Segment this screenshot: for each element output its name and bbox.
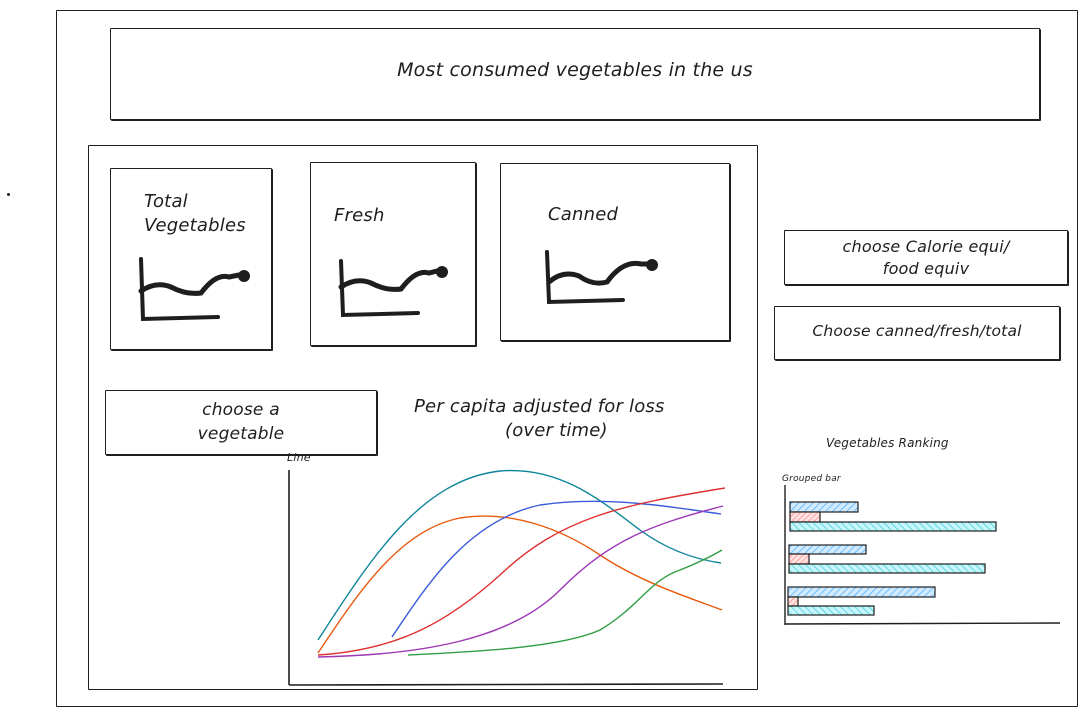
vegetable-selector[interactable]: choose a vegetable bbox=[105, 390, 377, 455]
kpi-card-fresh[interactable]: Fresh bbox=[310, 162, 476, 346]
stray-dot bbox=[7, 193, 10, 196]
type-selector-label: Choose canned/fresh/total bbox=[812, 322, 1022, 340]
line-chart-title-line2: (over time) bbox=[505, 420, 608, 441]
bar-chart-title: Vegetables Ranking bbox=[826, 436, 949, 450]
type-selector[interactable]: Choose canned/fresh/total bbox=[774, 306, 1060, 360]
calorie-selector-line2: food equiv bbox=[882, 259, 970, 278]
sparkline-icon bbox=[545, 250, 658, 305]
header-title-box: Most consumed vegetables in the us bbox=[110, 28, 1040, 120]
kpi-card-total-label-line2: Vegetables bbox=[144, 215, 246, 236]
calorie-selector[interactable]: choose Calorie equi/ food equiv bbox=[784, 230, 1068, 285]
vegetable-selector-line1: choose a bbox=[202, 400, 280, 420]
sparkline-icon bbox=[138, 257, 250, 322]
kpi-card-fresh-label: Fresh bbox=[334, 205, 385, 226]
line-chart-label: Line bbox=[287, 451, 311, 464]
kpi-card-total-label-line1: Total bbox=[144, 191, 188, 212]
line-chart-title-line1: Per capita adjusted for loss bbox=[414, 396, 665, 417]
dashboard-panel bbox=[88, 145, 758, 690]
kpi-card-canned[interactable]: Canned bbox=[500, 163, 730, 341]
kpi-card-total[interactable]: Total Vegetables bbox=[110, 168, 272, 350]
vegetable-selector-line2: vegetable bbox=[197, 424, 285, 444]
bar-chart-label: Grouped bar bbox=[782, 474, 841, 484]
sparkline-icon bbox=[338, 259, 448, 318]
page-title: Most consumed vegetables in the us bbox=[397, 59, 753, 81]
kpi-card-canned-label: Canned bbox=[548, 204, 619, 225]
calorie-selector-line1: choose Calorie equi/ bbox=[842, 237, 1010, 256]
page-frame bbox=[56, 10, 1078, 707]
